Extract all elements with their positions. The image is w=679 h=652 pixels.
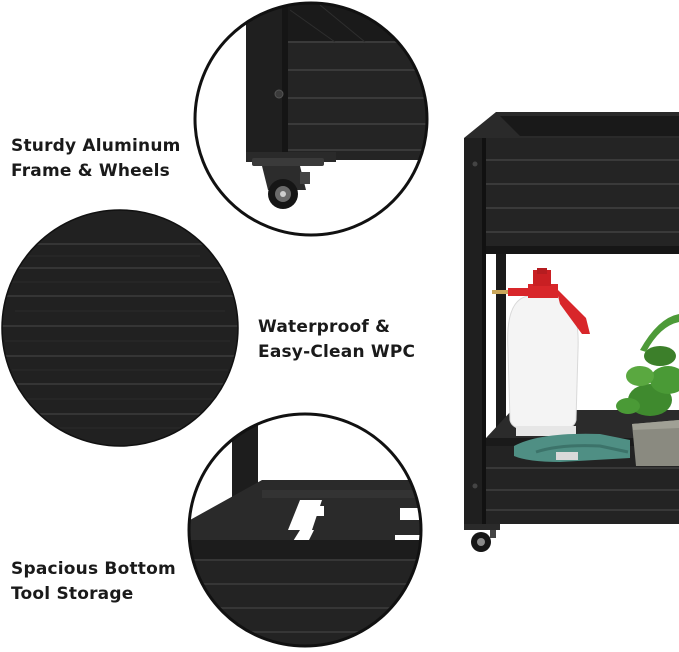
wpc-texture-circle [1, 209, 239, 447]
feature-line-2: Tool Storage [11, 584, 134, 604]
planter-cart [464, 112, 679, 552]
feature-label-wpc: Waterproof & Easy-Clean WPC [258, 315, 415, 365]
gloves-icon [514, 433, 630, 462]
frame-wheels-circle [193, 1, 429, 237]
spray-bottle-icon [492, 268, 590, 436]
caster-wheel-icon [464, 524, 500, 552]
tool-storage-circle [187, 412, 423, 648]
feature-line-1: Waterproof & [258, 317, 391, 337]
feature-line-1: Sturdy Aluminum [11, 136, 181, 156]
caster-wheel-icon [252, 158, 324, 209]
feature-line-2: Easy-Clean WPC [258, 342, 416, 362]
feature-line-1: Spacious Bottom [11, 559, 176, 579]
potted-plant-icon [616, 314, 679, 466]
feature-label-tool-storage: Spacious Bottom Tool Storage [11, 557, 176, 607]
feature-label-frame-wheels: Sturdy Aluminum Frame & Wheels [11, 134, 181, 184]
feature-line-2: Frame & Wheels [11, 161, 170, 181]
